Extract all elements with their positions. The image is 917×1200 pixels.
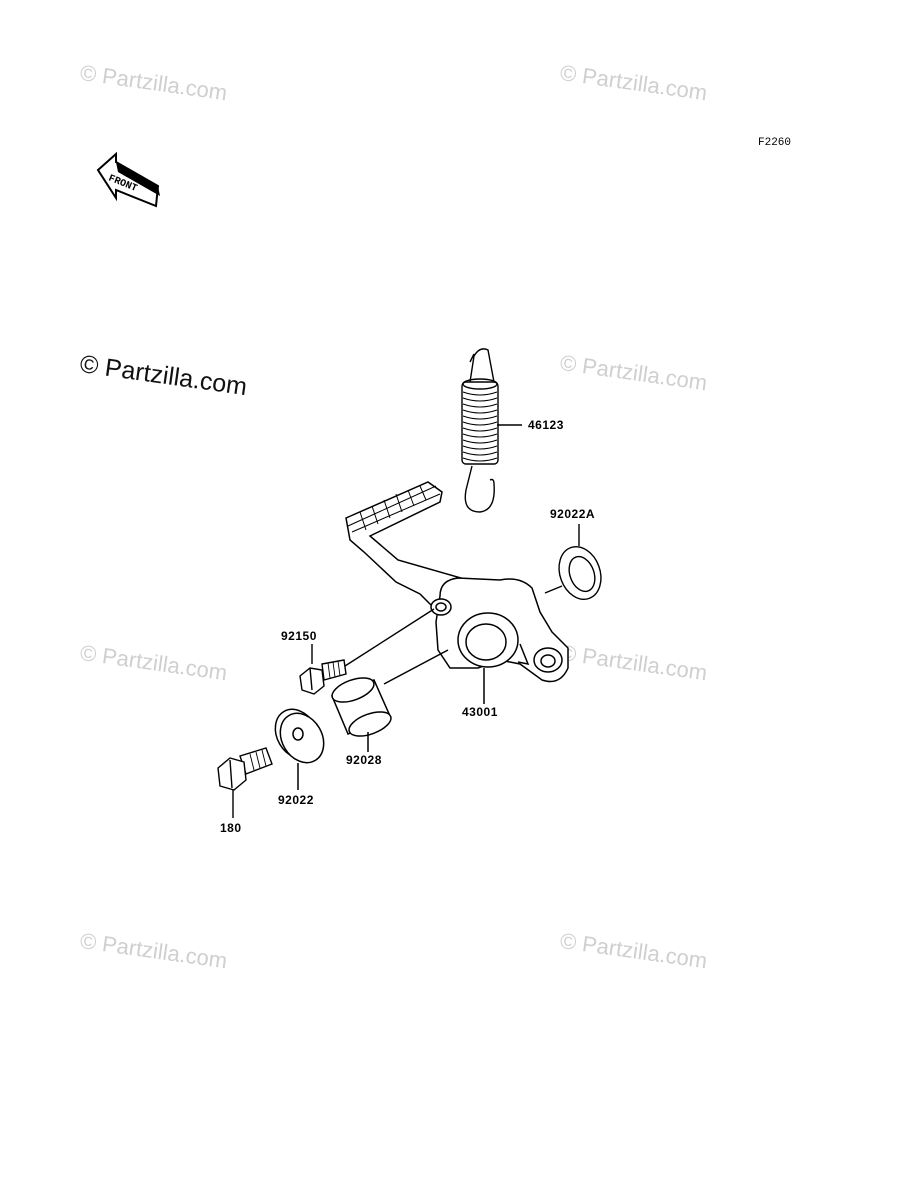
part-label-180: 180 xyxy=(220,821,242,835)
part-label-92028: 92028 xyxy=(346,753,382,767)
washer-92022a-part xyxy=(544,524,602,600)
collar-92028-part xyxy=(331,649,449,752)
brake-pedal-part xyxy=(345,481,569,704)
bolt-180-part xyxy=(217,747,273,818)
front-arrow-icon: FRONT xyxy=(96,151,160,208)
part-label-92022a: 92022A xyxy=(550,507,595,521)
part-label-92022: 92022 xyxy=(278,793,314,807)
bolt-92150-part xyxy=(299,608,435,695)
part-label-92150: 92150 xyxy=(281,629,317,643)
part-label-43001: 43001 xyxy=(462,705,498,719)
diagram-reference-code: F2260 xyxy=(758,137,792,149)
washer-92022-part xyxy=(274,708,325,790)
spring-part xyxy=(461,348,522,513)
part-label-46123: 46123 xyxy=(528,418,564,432)
